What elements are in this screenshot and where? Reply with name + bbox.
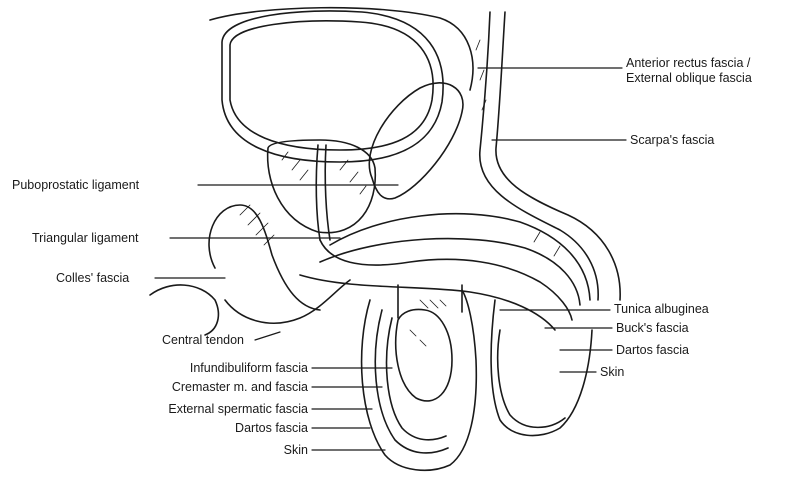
label-colles-fascia: Colles' fascia bbox=[56, 271, 129, 285]
label-bucks-fascia: Buck's fascia bbox=[616, 321, 689, 335]
bladder-wall bbox=[222, 11, 443, 162]
label-external-oblique-fascia: External oblique fascia bbox=[626, 71, 752, 85]
penis-ventral bbox=[300, 275, 555, 330]
prostate bbox=[268, 140, 376, 233]
penis-skin-outer bbox=[491, 300, 592, 436]
glans bbox=[498, 330, 565, 427]
label-anterior-rectus-fascia: Anterior rectus fascia / bbox=[626, 56, 750, 70]
buttock bbox=[150, 285, 218, 335]
label-central-tendon: Central tendon bbox=[162, 333, 244, 347]
urethra-prostatic-2 bbox=[325, 145, 330, 240]
label-dartos-fascia-scrotal: Dartos fascia bbox=[108, 421, 308, 435]
bladder bbox=[230, 21, 433, 150]
label-infundibuliform-fascia: Infundibuliform fascia bbox=[108, 361, 308, 375]
urethra-prostatic bbox=[316, 145, 320, 240]
pubic-symphysis bbox=[369, 83, 463, 199]
label-scarpas-fascia: Scarpa's fascia bbox=[630, 133, 714, 147]
label-dartos-fascia-penile: Dartos fascia bbox=[616, 343, 689, 357]
abdominal-wall-outer bbox=[496, 12, 620, 300]
abdominal-wall bbox=[480, 12, 598, 300]
testis bbox=[396, 309, 452, 400]
hatching bbox=[240, 40, 560, 346]
label-external-spermatic-fascia: External spermatic fascia bbox=[88, 402, 308, 416]
label-triangular-ligament: Triangular ligament bbox=[32, 231, 139, 245]
label-cremaster: Cremaster m. and fascia bbox=[88, 380, 308, 394]
scrotum-outer bbox=[362, 290, 477, 470]
label-tunica-albuginea: Tunica albuginea bbox=[614, 302, 709, 316]
label-skin-penile: Skin bbox=[600, 365, 624, 379]
penis-dorsal bbox=[330, 214, 590, 300]
penis-corpus bbox=[320, 239, 580, 305]
label-skin-scrotal: Skin bbox=[208, 443, 308, 457]
perineum bbox=[209, 205, 320, 310]
label-puboprostatic-ligament: Puboprostatic ligament bbox=[12, 178, 139, 192]
